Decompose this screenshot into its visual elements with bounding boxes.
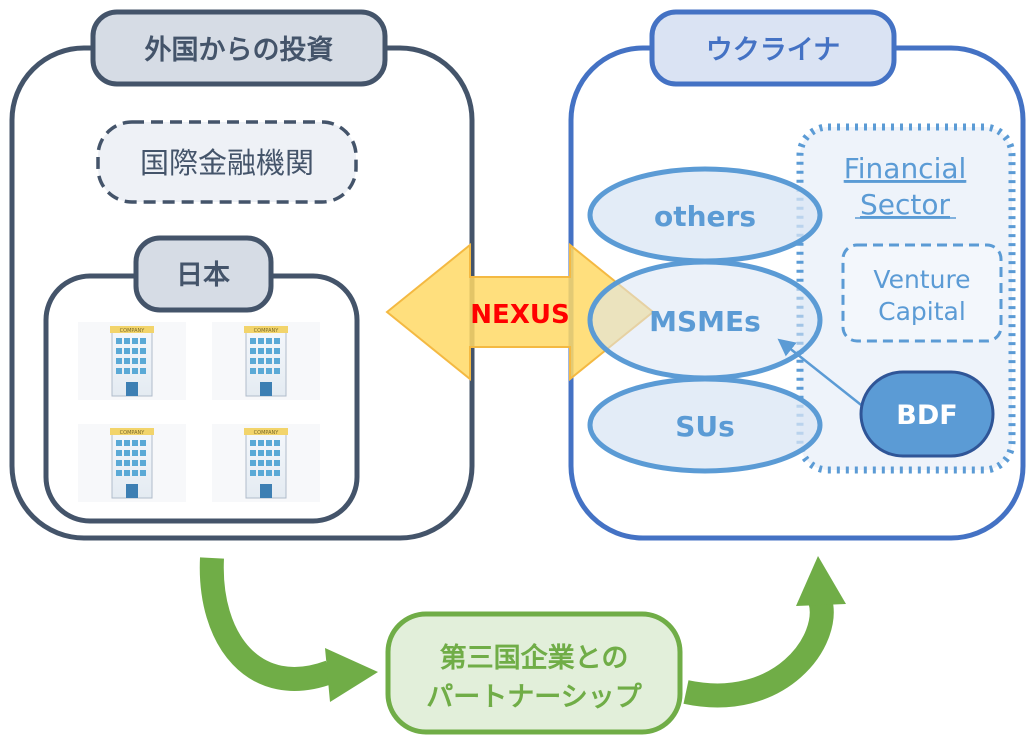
international-financial-institutions-box [96, 120, 358, 204]
venture-capital-box [841, 243, 1003, 343]
venture-capital-label-line2: Capital [878, 297, 966, 326]
company-building-icon: COMPANY [212, 424, 320, 502]
international-financial-institutions-label: 国際金融機関 [140, 146, 314, 180]
company-building-icon: COMPANY [78, 424, 186, 502]
company-sign: COMPANY [254, 430, 280, 436]
sus-label: SUs [675, 410, 735, 443]
company-sign: COMPANY [120, 328, 146, 334]
company-building-icon: COMPANY [78, 322, 186, 400]
foreign-investment-title-box [90, 9, 388, 87]
partnership-label-line2: パートナーシップ [426, 682, 642, 713]
msmes-label: MSMEs [649, 305, 761, 338]
company-building-icon: COMPANY [212, 322, 320, 400]
japan-title-box [133, 235, 274, 313]
third-country-partnership-box [385, 611, 683, 735]
left-panel: 外国からの投資 国際金融機関 日本 COMPANY COMPANY [9, 9, 475, 541]
others-label: others [654, 200, 756, 233]
financial-sector-label-line2: Sector [860, 188, 951, 221]
partnership-section: 第三国企業との パートナーシップ [199, 556, 846, 735]
bdf-pill [859, 370, 995, 458]
bdf-label: BDF [896, 400, 957, 431]
nexus-label: NEXUS [470, 300, 569, 330]
right-curved-arrow-shaft [683, 596, 834, 708]
left-curved-arrow-shaft [199, 557, 335, 691]
bdf-to-msmes-arrow [777, 338, 871, 413]
foreign-investment-title: 外国からの投資 [145, 35, 334, 66]
ukraine-title-box [649, 9, 897, 87]
ukraine-title: ウクライナ [706, 35, 840, 66]
venture-capital-label-line1: Venture [873, 265, 970, 294]
msmes-ellipse [587, 259, 823, 381]
financial-sector-label-line1: Financial [844, 152, 967, 185]
japan-title: 日本 [176, 260, 230, 291]
company-sign: COMPANY [120, 430, 146, 436]
right-curved-arrow-head [796, 556, 846, 606]
left-curved-arrow-head [325, 648, 378, 702]
nexus-double-arrow: NEXUS [385, 242, 655, 382]
company-sign: COMPANY [254, 328, 280, 334]
partnership-label-line1: 第三国企業との [440, 642, 629, 674]
